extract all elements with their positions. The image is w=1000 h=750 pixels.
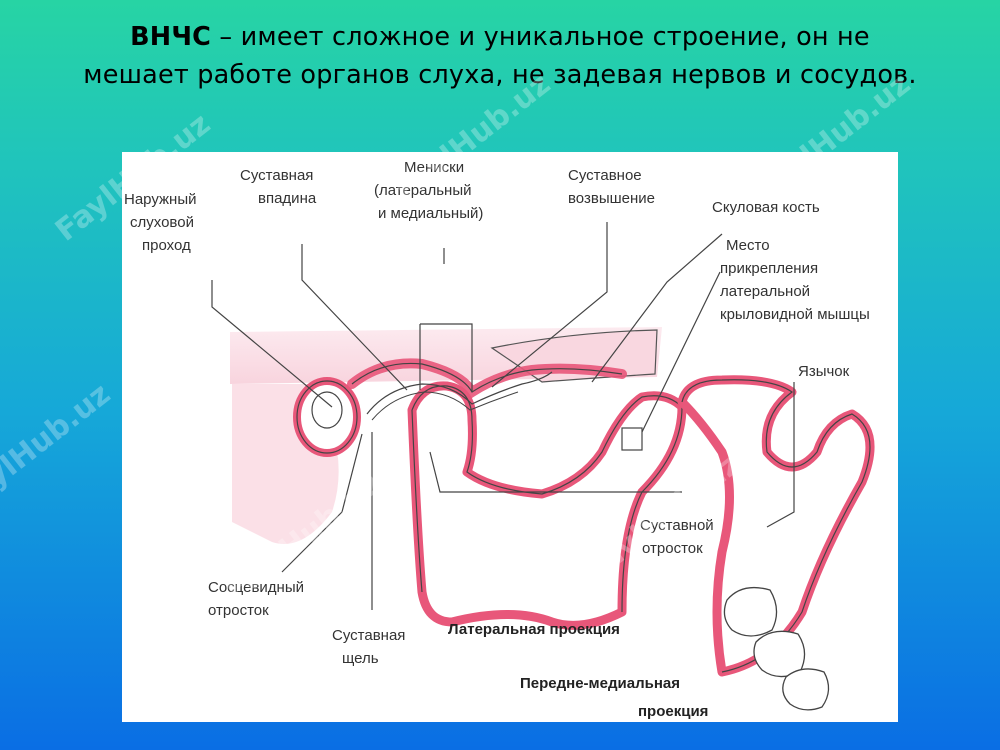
- label-menisci-1: Мениски: [404, 159, 464, 176]
- leader-lines: [211, 222, 795, 610]
- label-muscle-attachment-2: прикрепления: [720, 260, 818, 277]
- label-articular-fossa: Суставная впадина: [240, 167, 317, 207]
- label-condylar-process-2: отросток: [642, 540, 703, 557]
- label-menisci-2: (латеральный: [374, 182, 472, 199]
- tmj-diagram: Наружный слуховой проход Суставная впади…: [122, 152, 898, 722]
- label-joint-space: Суставная щель: [332, 627, 405, 667]
- label-menisci-3: и медиальный): [378, 205, 483, 222]
- heading-bold-term: ВНЧС: [130, 22, 212, 52]
- label-anteromedial-view-1: Передне-медиальная: [520, 675, 680, 692]
- label-menisci: Мениски (латеральный и медиальный): [374, 159, 483, 222]
- label-mastoid-process: Сосцевидный отросток: [208, 579, 304, 619]
- label-lateral-view: Латеральная проекция: [448, 621, 620, 638]
- label-articular-fossa-1: Суставная: [240, 167, 313, 184]
- label-muscle-attachment-1: Место: [726, 237, 770, 254]
- slide-heading: ВНЧС – имеет сложное и уникальное строен…: [0, 18, 1000, 94]
- label-articular-fossa-2: впадина: [258, 190, 317, 207]
- label-joint-space-2: щель: [342, 650, 379, 667]
- label-zygomatic: Скуловая кость: [712, 199, 820, 216]
- heading-line-1-text: – имеет сложное и уникальное строение, о…: [211, 22, 870, 52]
- label-lingula: Язычок: [798, 363, 850, 380]
- label-muscle-attachment: Место прикрепления латеральной крыловидн…: [720, 237, 870, 323]
- label-articular-eminence-1: Суставное: [568, 167, 642, 184]
- meniscus-lines: [366, 371, 553, 415]
- label-ear-canal-1: Наружный: [124, 191, 197, 208]
- label-ear-canal-3: проход: [142, 237, 191, 254]
- label-muscle-attachment-4: крыловидной мышцы: [720, 306, 870, 323]
- mandible-ramus-shape: [407, 381, 687, 630]
- heading-line-2: мешает работе органов слуха, не задевая …: [83, 60, 917, 90]
- label-ear-canal-2: слуховой: [130, 214, 194, 231]
- label-joint-space-1: Суставная: [332, 627, 405, 644]
- label-anteromedial-view: Передне-медиальная проекция: [520, 675, 708, 720]
- label-condylar-process-1: Суставной: [640, 517, 714, 534]
- teeth-shape: [723, 586, 830, 711]
- heading-line-1: ВНЧС – имеет сложное и уникальное строен…: [0, 18, 1000, 56]
- watermark: FaylHub.uz: [0, 376, 118, 519]
- label-ear-canal: Наружный слуховой проход: [124, 191, 197, 254]
- label-mastoid-process-1: Сосцевидный: [208, 579, 304, 596]
- muscle-attachment-pin: [621, 427, 643, 451]
- label-articular-eminence: Суставное возвышение: [568, 167, 655, 207]
- label-anteromedial-view-2: проекция: [638, 703, 708, 720]
- label-articular-eminence-2: возвышение: [568, 190, 655, 207]
- label-condylar-process: Суставной отросток: [640, 517, 714, 557]
- label-mastoid-process-2: отросток: [208, 602, 269, 619]
- label-muscle-attachment-3: латеральной: [720, 283, 810, 300]
- tmj-illustration: Наружный слуховой проход Суставная впади…: [124, 159, 875, 720]
